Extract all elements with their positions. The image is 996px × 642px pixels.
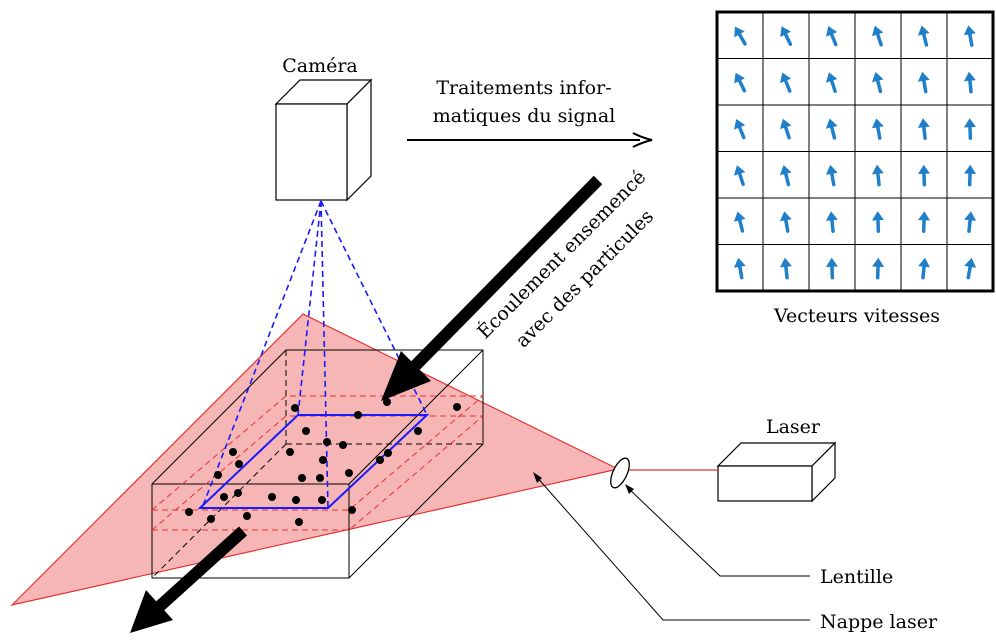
- lens: [610, 457, 630, 489]
- velocity-arrow-icon: [871, 211, 884, 233]
- velocity-arrow-icon: [963, 118, 976, 140]
- particle: [243, 512, 251, 520]
- particle: [268, 493, 276, 501]
- laser-sheet: [10, 313, 620, 607]
- velocity-arrow-icon: [917, 118, 930, 140]
- particle: [234, 489, 242, 497]
- particle: [235, 460, 243, 468]
- particle: [291, 404, 299, 412]
- velocity-arrow-icon: [964, 164, 977, 187]
- velocity-arrow-icon: [826, 25, 838, 47]
- flow-arrow-in: [381, 175, 603, 401]
- laser-box: [716, 441, 837, 503]
- camera-view-cone: [201, 200, 428, 509]
- particle: [295, 518, 303, 526]
- particle: [214, 471, 222, 479]
- velocity-arrow-icon: [825, 211, 838, 233]
- particle: [453, 403, 461, 411]
- velocity-arrow-icon: [780, 72, 792, 93]
- velocity-arrow-icon: [733, 257, 746, 280]
- velocity-arrow-icon: [733, 165, 746, 187]
- laser-label: Laser: [766, 416, 821, 438]
- velocity-arrow-icon: [917, 25, 930, 47]
- particle: [376, 456, 384, 464]
- velocity-arrow-icon: [825, 257, 838, 280]
- particle: [384, 449, 392, 457]
- particle: [185, 508, 193, 516]
- velocity-arrow-icon: [825, 72, 838, 94]
- velocity-arrow-icon: [917, 164, 930, 187]
- particle: [354, 411, 362, 419]
- velocity-arrow-icon: [871, 164, 884, 187]
- velocity-arrow-icon: [734, 118, 746, 140]
- lens-leader: [625, 484, 810, 577]
- velocity-arrow-icon: [734, 26, 747, 46]
- velocity-arrow-icon: [780, 26, 793, 46]
- particle: [220, 493, 228, 501]
- particle: [229, 448, 237, 456]
- particle: [319, 456, 327, 464]
- velocity-arrow-icon: [871, 72, 884, 94]
- velocity-arrow-icon: [825, 164, 838, 187]
- sheet-leader: [533, 472, 810, 621]
- particle: [302, 427, 310, 435]
- particle: [323, 438, 331, 446]
- particle: [292, 496, 300, 504]
- processing-label-line2: matiques du signal: [433, 105, 616, 127]
- tank: [151, 349, 484, 579]
- particle: [318, 496, 326, 504]
- flow-arrow-out: [130, 526, 248, 633]
- velocity-arrow-icon: [734, 72, 747, 93]
- particle: [345, 469, 353, 477]
- particle: [298, 474, 306, 482]
- velocity-arrow-icon: [964, 257, 977, 280]
- processing-label-line1: Traitements infor-: [436, 77, 611, 99]
- velocity-arrow-icon: [918, 257, 931, 280]
- particle: [339, 441, 347, 449]
- velocity-arrow-icon: [825, 118, 838, 140]
- velocity-arrow-icon: [871, 118, 884, 140]
- camera-box: [274, 78, 373, 202]
- velocity-arrow-icon: [963, 71, 976, 94]
- velocity-arrow-icon: [779, 257, 792, 280]
- lens-label: Lentille: [820, 566, 893, 588]
- particle: [414, 427, 422, 435]
- sheet-thickness-planes: [150, 395, 485, 531]
- velocity-arrow-icon: [917, 71, 930, 94]
- velocity-arrow-icon: [779, 118, 792, 140]
- velocity-arrow-icon: [872, 257, 885, 280]
- velocity-arrow-icon: [779, 165, 792, 187]
- velocity-arrow-icon: [964, 211, 977, 233]
- particle: [383, 398, 391, 406]
- velocity-arrow-icon: [733, 211, 746, 233]
- sheet-label: Nappe laser: [820, 611, 938, 633]
- camera-label: Caméra: [282, 55, 358, 77]
- velocity-vector-grid: [715, 10, 995, 293]
- velocity-arrow-icon: [963, 25, 976, 47]
- particles: [185, 398, 461, 526]
- vectors-label: Vecteurs vitesses: [773, 305, 940, 327]
- processing-arrow: [407, 132, 653, 148]
- particle: [207, 515, 215, 523]
- particle: [316, 474, 324, 482]
- velocity-arrow-icon: [918, 211, 931, 233]
- particle: [286, 448, 294, 456]
- measurement-plane: [197, 414, 430, 509]
- velocity-arrow-icon: [779, 211, 792, 233]
- particle: [348, 506, 356, 514]
- velocity-arrow-icon: [871, 25, 884, 47]
